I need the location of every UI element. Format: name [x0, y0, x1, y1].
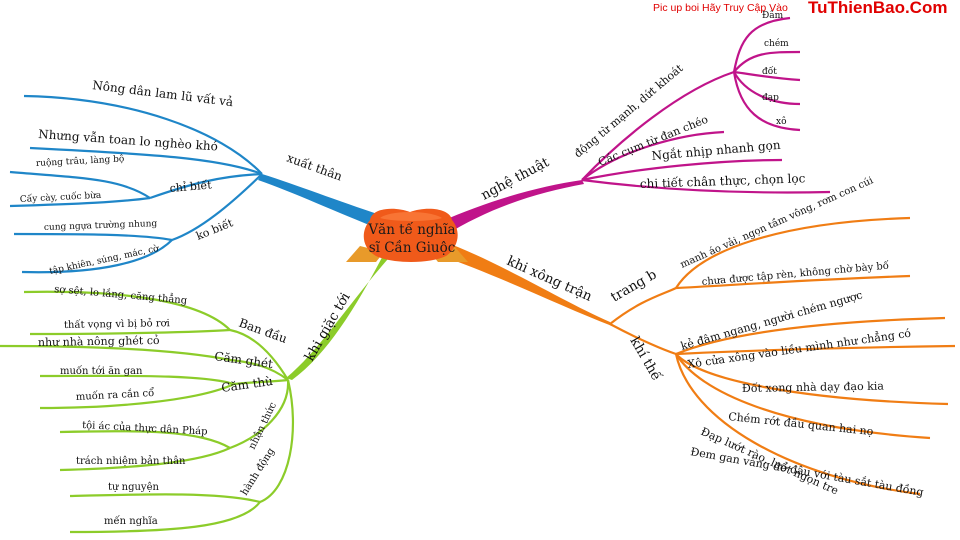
dong-tu-item-xo: xô [776, 116, 787, 127]
khi-the-item-4: Chém rớt đầu quan hai nọ [728, 410, 875, 438]
cam-thu-label: Căm thù [220, 374, 274, 395]
center-node: Văn tế nghĩa sĩ Cần Giuộc [346, 208, 468, 262]
cam-ghet-label: Căm ghét [214, 349, 274, 371]
dong-tu-item-chem: chém [764, 38, 789, 49]
nhan-thuc-item-2: trách nhiệm bản thân [76, 456, 186, 467]
khi-giac-toi-branch [0, 290, 294, 534]
cam-ghet-item-1: như nhà nông ghét cỏ [38, 334, 160, 349]
khi-the-label: khí thế [627, 334, 665, 384]
ban-dau-item-1: sợ sệt, lo lắng, căng thẳng [54, 283, 188, 307]
center-title-line-2: sĩ Cần Giuộc [369, 240, 456, 256]
branch-khi-xong-tran-main [436, 240, 612, 326]
branch-nghe-thuat-main [440, 180, 584, 236]
cam-thu-item-2: muốn ra cắn cổ [76, 387, 155, 403]
center-shape [363, 208, 458, 262]
hanh-dong-item-2: mến nghĩa [104, 516, 158, 527]
khi-the-item-6: Đem gan vàng để đâu với tàu sắt tàu đồng [689, 444, 924, 499]
trang-b-label: trang b [608, 267, 659, 306]
watermark-caption: Pic up boi Hãy Truy Cập Vào [653, 2, 788, 14]
branch-khi-giac-toi-main [286, 246, 396, 380]
watermark-site: TuThienBao.Com [808, 0, 947, 17]
khi-the-item-3: Đốt xong nhà dạy đạo kia [742, 380, 885, 395]
branch-xuat-than-main [258, 174, 392, 234]
chi-biet-item-1: ruộng trâu, làng bộ [36, 153, 125, 169]
hanh-dong-item-1: tự nguyện [108, 482, 159, 493]
nghe-thuat-leaf-3: chi tiết chân thực, chọn lọc [640, 170, 806, 191]
dong-tu-item-dot: đốt [762, 66, 777, 77]
xuat-than-branch [9, 94, 263, 274]
hanh-dong-label: hành động [239, 446, 277, 498]
ban-dau-label: Ban đầu [237, 315, 290, 346]
khi-giac-toi-label: khi giặc tới [302, 289, 354, 364]
chi-biet-item-2: Cấy cày, cuốc bừa [20, 190, 103, 205]
ban-dau-item-2: thất vọng vì bị bỏ rơi [64, 318, 170, 331]
khi-xong-tran-branch [609, 216, 956, 496]
nghe-thuat-branch [581, 16, 831, 194]
ko-biet-label: ko biết [194, 216, 235, 243]
xuat-than-label: xuất thân [285, 150, 345, 184]
ko-biet-item-2: tập khiên, súng, mác, cờ [48, 243, 160, 277]
nhan-thuc-label: nhận thức [247, 400, 279, 451]
ko-biet-item-1: cung ngựa trường nhung [44, 218, 158, 233]
trang-b-item-2: chưa được tập rèn, không chờ bày bố [701, 261, 890, 288]
cam-thu-item-1: muốn tới ăn gan [60, 366, 143, 377]
center-title-line-1: Văn tế nghĩa [367, 222, 455, 238]
chi-biet-label: chỉ biết [169, 178, 213, 195]
dong-tu-item-dam: Đâm [762, 10, 784, 21]
nhan-thuc-item-1: tội ác của thực dân Pháp [82, 420, 208, 438]
center-highlight [380, 212, 442, 221]
dong-tu-item-dap: đạp [762, 93, 779, 103]
